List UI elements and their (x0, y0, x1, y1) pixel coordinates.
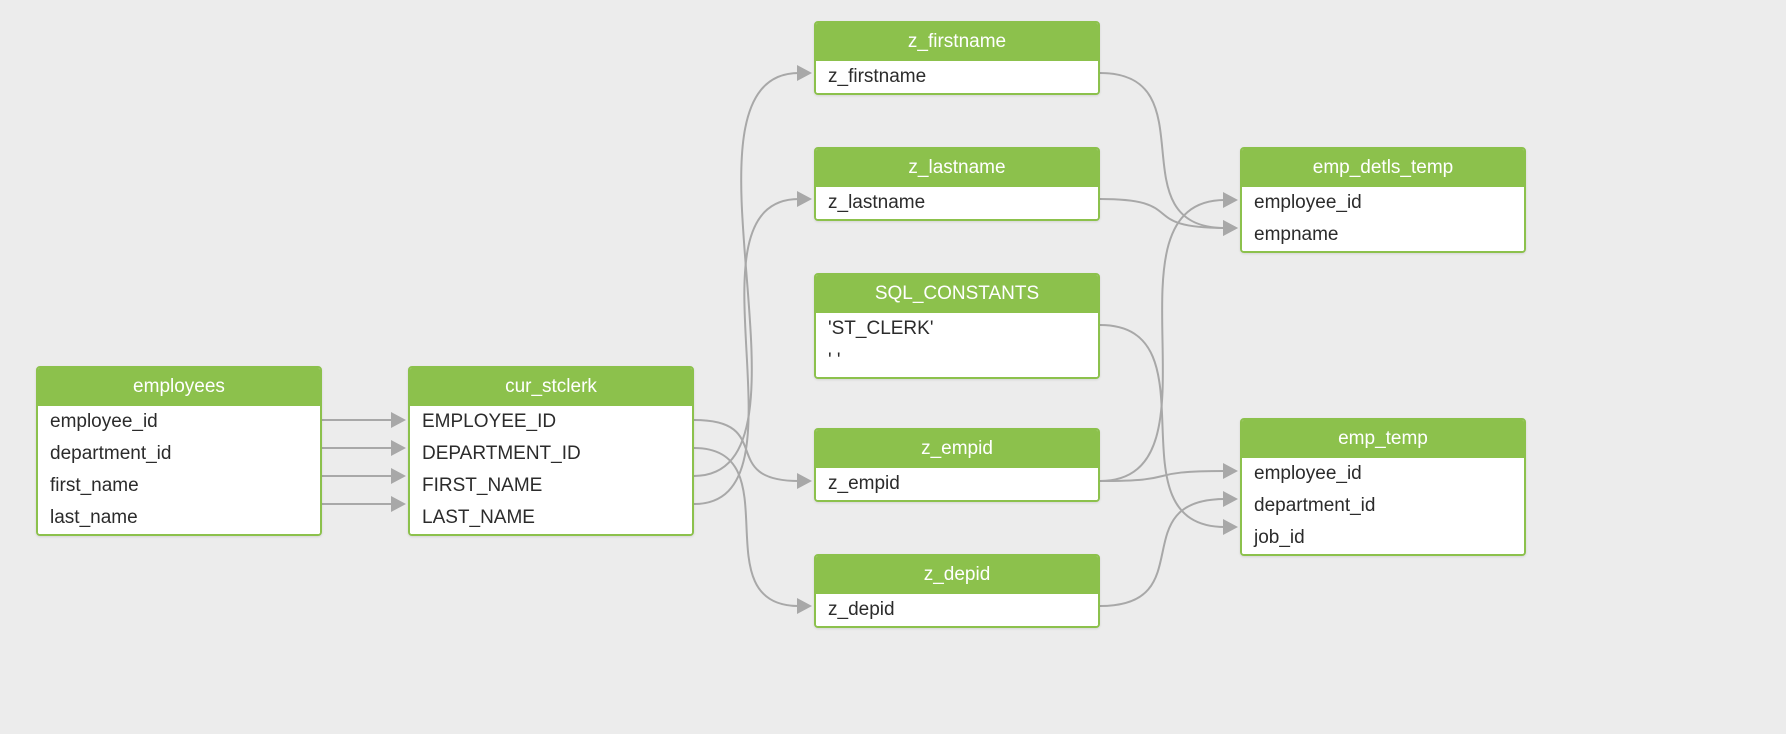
edge (1099, 192, 1238, 482)
node-z_depid[interactable]: z_depid z_depid (814, 554, 1100, 628)
node-field-row[interactable]: z_empid (828, 473, 900, 494)
node-field-row[interactable]: department_id (1254, 495, 1376, 516)
node-body-emp_temp: employee_id department_id job_id (1242, 458, 1524, 554)
node-field-row[interactable]: employee_id (1254, 192, 1362, 213)
node-field-row[interactable]: last_name (50, 507, 138, 528)
edge (321, 440, 406, 456)
edge-arrowhead (797, 191, 812, 207)
node-field-row[interactable]: FIRST_NAME (422, 475, 543, 496)
edge-arrowhead (391, 496, 406, 512)
node-emp_temp[interactable]: emp_temp employee_id department_id job_id (1240, 418, 1526, 556)
node-title-z_depid: z_depid (816, 556, 1098, 594)
edge (1099, 198, 1238, 236)
node-field-row[interactable]: empname (1254, 224, 1339, 245)
edge-arrowhead (391, 440, 406, 456)
node-field-row[interactable]: EMPLOYEE_ID (422, 411, 557, 432)
edge-arrowhead (1223, 192, 1238, 208)
edge-arrowhead (797, 473, 812, 489)
node-field-row[interactable]: z_depid (828, 599, 895, 620)
edge (321, 468, 406, 484)
node-field-row[interactable]: z_lastname (828, 192, 926, 213)
node-field-row[interactable]: ' ' (828, 350, 841, 371)
node-title-emp_detls_temp: emp_detls_temp (1242, 149, 1524, 187)
node-title-emp_temp: emp_temp (1242, 420, 1524, 458)
edge-arrowhead (1223, 519, 1238, 535)
node-title-z_empid: z_empid (816, 430, 1098, 468)
node-field-row[interactable]: job_id (1254, 527, 1305, 548)
node-body-sql_constants: 'ST_CLERK' ' ' (816, 313, 1098, 377)
node-body-cur_stclerk: EMPLOYEE_ID DEPARTMENT_ID FIRST_NAME LAST_N… (410, 406, 692, 534)
edge-arrowhead (797, 65, 812, 81)
node-title-sql_constants: SQL_CONSTANTS (816, 275, 1098, 313)
edge (693, 447, 812, 614)
node-title-z_lastname: z_lastname (816, 149, 1098, 187)
node-field-row[interactable]: employee_id (1254, 463, 1362, 484)
node-field-row[interactable]: LAST_NAME (422, 507, 535, 528)
node-z_firstname[interactable]: z_firstname z_firstname (814, 21, 1100, 95)
edge (1099, 324, 1238, 535)
edge-arrowhead (1223, 463, 1238, 479)
node-body-z_firstname: z_firstname (816, 61, 1098, 93)
node-field-row[interactable]: z_firstname (828, 66, 927, 87)
edge (693, 65, 812, 477)
node-sql_constants[interactable]: SQL_CONSTANTS 'ST_CLERK' ' ' (814, 273, 1100, 379)
edge-arrowhead (1223, 220, 1238, 236)
node-z_empid[interactable]: z_empid z_empid (814, 428, 1100, 502)
edge (321, 496, 406, 512)
node-title-z_firstname: z_firstname (816, 23, 1098, 61)
node-z_lastname[interactable]: z_lastname z_lastname (814, 147, 1100, 221)
edge (321, 412, 406, 428)
edge-arrowhead (391, 468, 406, 484)
node-body-employees: employee_id department_id first_name last_n… (38, 406, 320, 534)
node-title-cur_stclerk: cur_stclerk (410, 368, 692, 406)
edge-arrowhead (1223, 491, 1238, 507)
edge-arrowhead (391, 412, 406, 428)
node-title-employees: employees (38, 368, 320, 406)
edge (1099, 72, 1238, 236)
node-body-z_depid: z_depid (816, 594, 1098, 626)
node-body-z_empid: z_empid (816, 468, 1098, 500)
edge-arrowhead (797, 598, 812, 614)
node-body-z_lastname: z_lastname (816, 187, 1098, 219)
node-field-row[interactable]: 'ST_CLERK' (828, 318, 934, 339)
node-field-row[interactable]: DEPARTMENT_ID (422, 443, 581, 464)
node-field-row[interactable]: first_name (50, 475, 139, 496)
edge (1099, 463, 1238, 482)
edge-arrowhead (1223, 220, 1238, 236)
edge (1099, 491, 1238, 607)
edge (693, 191, 812, 505)
node-employees[interactable]: employees employee_id department_id first_n… (36, 366, 322, 536)
node-field-row[interactable]: employee_id (50, 411, 158, 432)
node-field-row[interactable]: department_id (50, 443, 172, 464)
edge (693, 419, 812, 489)
